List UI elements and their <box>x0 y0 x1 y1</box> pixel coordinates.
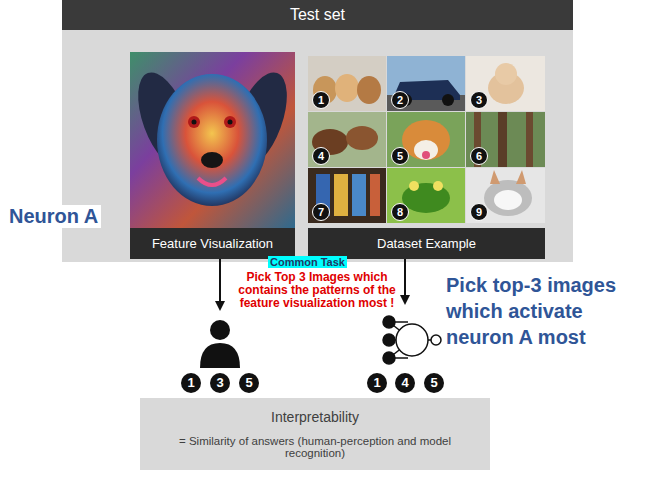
callout-number: 4 <box>312 147 330 165</box>
dataset-photos <box>308 56 545 223</box>
callout-number: 2 <box>391 91 409 109</box>
answer-number: 1 <box>367 373 387 393</box>
person-icon <box>200 320 240 368</box>
result-text: = Similarity of answers (human-perceptio… <box>148 435 482 459</box>
caption-text: Dataset Example <box>377 236 476 251</box>
callout-number: 6 <box>470 147 488 165</box>
answer-number: 3 <box>210 373 230 393</box>
callout-number: 1 <box>312 91 330 109</box>
network-icon <box>383 316 441 364</box>
down-arrow <box>219 251 221 309</box>
caption-box: Dataset Example <box>308 228 545 259</box>
result-box: Interpretability = Similarity of answers … <box>140 398 490 470</box>
panel-header: Test set <box>62 0 573 30</box>
answer-number: 4 <box>395 373 415 393</box>
callout-number: 5 <box>391 147 409 165</box>
answer-number: 5 <box>239 373 259 393</box>
feature-visualization <box>127 52 298 228</box>
answer-number: 1 <box>181 373 201 393</box>
callout-number: 9 <box>470 203 488 221</box>
callout-number: 7 <box>312 203 330 221</box>
callout-number: 3 <box>470 91 488 109</box>
answer-number: 5 <box>424 373 444 393</box>
caption-box: Feature Visualization <box>130 228 295 259</box>
caption-text: Feature Visualization <box>152 236 273 251</box>
neuron-label: Neuron A <box>6 205 101 228</box>
result-heading: Interpretability <box>271 409 359 425</box>
down-arrow <box>404 251 406 303</box>
task-tag: Common Task <box>268 256 347 268</box>
model-task-text: Pick top-3 images which activate neuron … <box>446 272 652 350</box>
callout-number: 8 <box>391 203 409 221</box>
task-text: Pick Top 3 Images which contains the pat… <box>235 271 399 310</box>
